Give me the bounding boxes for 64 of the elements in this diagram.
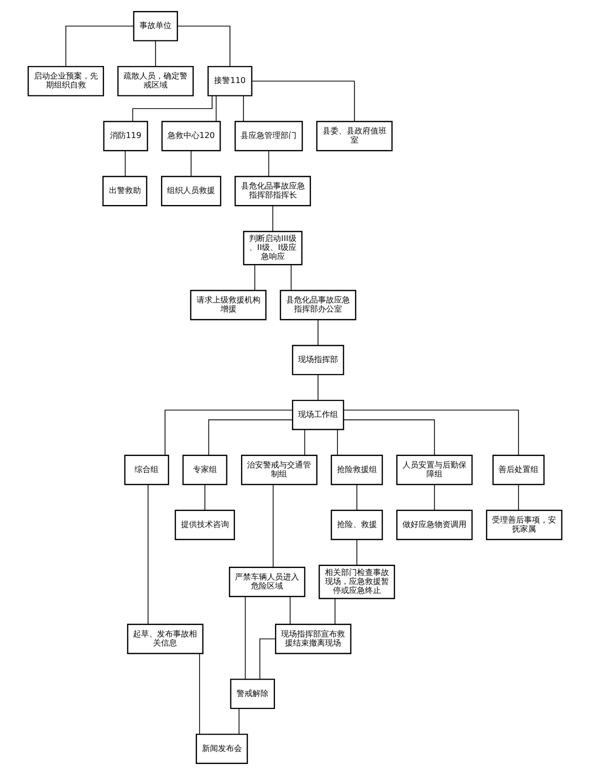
node-box: 接警110: [207, 66, 252, 96]
node-box: 严禁车辆人员进入危险区域: [228, 566, 305, 598]
connector: [342, 419, 434, 456]
connector: [132, 95, 212, 122]
connector: [124, 150, 126, 177]
node-box: 抢险、救援: [330, 510, 382, 540]
connector: [147, 484, 148, 625]
node-box: 县危化品事故应急指挥部办公室: [279, 290, 356, 320]
connector: [238, 708, 239, 734]
connector: [317, 319, 318, 346]
node-box: 善后处置组: [492, 454, 544, 486]
node-box: 启动企业预案，先期组织自救: [27, 66, 104, 96]
connector: [356, 539, 357, 566]
node-box: 急救中心120: [160, 120, 220, 152]
node-box: 新闻发布会: [195, 734, 248, 764]
connector: [254, 264, 255, 291]
connector: [251, 80, 354, 122]
connector: [208, 419, 292, 456]
node-box: 起草、发布事故相关信息: [126, 624, 203, 654]
node-box: 疏散人员，确定警戒区域: [116, 66, 194, 96]
connector: [198, 653, 200, 735]
node-box: 县应急管理部门: [234, 120, 302, 152]
connector: [268, 150, 269, 177]
connector: [64, 26, 134, 67]
connector: [215, 95, 216, 122]
node-box: 综合组: [124, 454, 169, 486]
connector: [154, 40, 156, 67]
connector: [176, 26, 230, 67]
connector: [272, 484, 274, 568]
node-box: 警戒解除: [230, 678, 274, 710]
connector: [356, 484, 357, 511]
node-box: 判断启动III级、II级、I级应急响应: [242, 230, 302, 266]
node-box: 县危化品事故应急指挥部指挥长: [234, 176, 310, 206]
node-box: 人员安置与后勤保障组: [396, 454, 472, 486]
node-box: 现场指挥部: [291, 344, 344, 376]
node-box: 治安警戒与交通管制组: [240, 454, 317, 486]
connector: [204, 484, 205, 511]
node-box: 消防119: [102, 120, 148, 152]
node-box: 现场指挥部宣布救援结束撤离现场: [274, 624, 351, 654]
node-box: 抢险救援组: [330, 454, 382, 486]
node-box: 受理善后事项，安抚家属: [485, 510, 562, 540]
connector: [272, 205, 273, 232]
connector: [289, 596, 290, 624]
connector: [336, 429, 338, 456]
connector: [304, 429, 305, 456]
node-box: 请求上级救援机构增援: [190, 290, 266, 320]
node-box: 出警救助: [102, 176, 147, 206]
connector: [164, 410, 292, 456]
connector: [242, 95, 244, 122]
node-box: 事故单位: [132, 11, 178, 42]
node-box: 现场工作组: [291, 400, 344, 430]
connector: [290, 264, 292, 291]
node-box: 相关部门检查事故现场，应急救援暂停或应急终止: [318, 564, 395, 600]
node-box: 组织人员救援: [160, 176, 221, 206]
connector: [258, 638, 276, 680]
connector: [334, 598, 335, 624]
connector: [244, 596, 246, 680]
node-box: 提供技术咨询: [174, 510, 234, 540]
connector: [190, 150, 192, 177]
node-box: 做好应急物资调用: [396, 510, 472, 540]
node-box: 县委、县政府值班室: [316, 120, 392, 152]
node-box: 专家组: [182, 454, 227, 486]
connector: [317, 374, 318, 401]
connector: [342, 410, 518, 456]
